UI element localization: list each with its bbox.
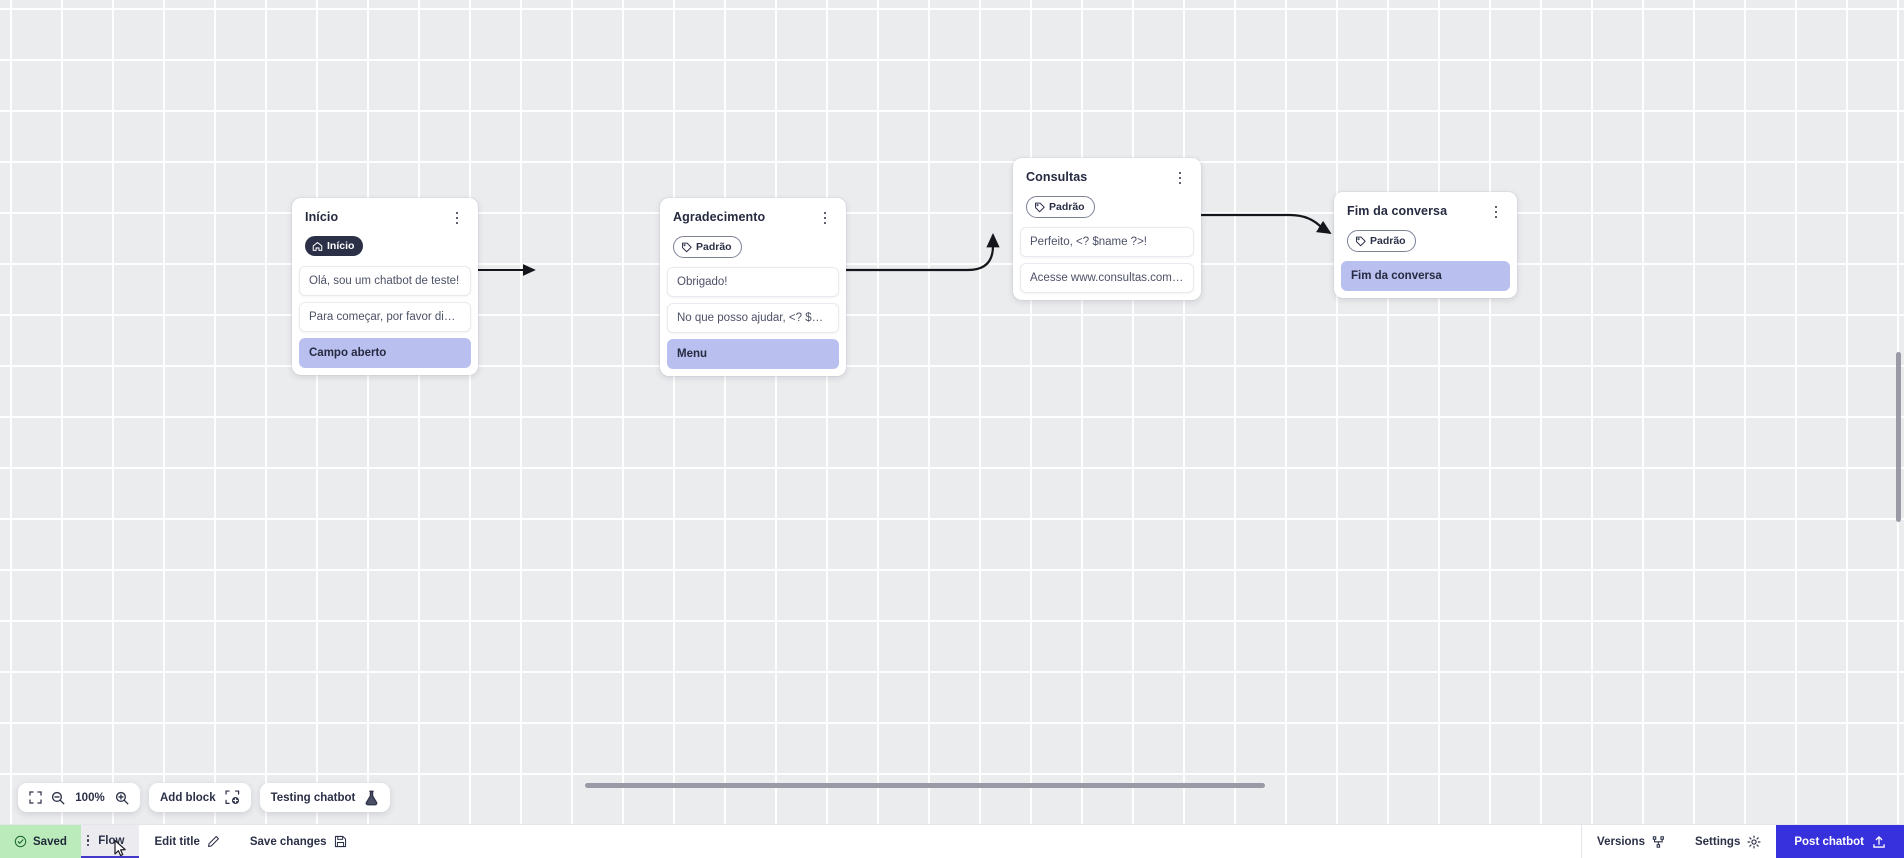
canvas-toolbar: 100% Add block Testing chatbot (18, 783, 391, 812)
node-row[interactable]: Obrigado! (667, 267, 839, 297)
settings-button[interactable]: Settings (1680, 825, 1776, 858)
add-block-label: Add block (160, 791, 216, 804)
zoom-in-icon[interactable] (115, 791, 129, 805)
node-row-accent[interactable]: Campo aberto (299, 337, 471, 368)
bottom-bar-right: Versions Settings Post chatbot (1581, 825, 1904, 858)
node-menu-button[interactable] (817, 209, 833, 227)
node-badge-label: Padrão (696, 240, 732, 253)
add-block-icon (225, 790, 240, 805)
post-chatbot-button[interactable]: Post chatbot (1776, 825, 1904, 858)
fullscreen-icon[interactable] (29, 791, 42, 804)
node-title: Agradecimento (673, 210, 766, 224)
node-body: Perfeito, <? $name ?>! Acesse www.consul… (1013, 227, 1201, 300)
save-changes-button[interactable]: Save changes (235, 825, 362, 858)
upload-icon (1873, 835, 1885, 848)
post-chatbot-label: Post chatbot (1794, 835, 1864, 848)
gear-icon (1747, 834, 1761, 849)
bottom-status-bar: Saved Flow Edit title Save changes (0, 824, 1904, 858)
node-title: Consultas (1026, 170, 1088, 184)
node-body: Obrigado! No que posso ajudar, <? $name … (660, 267, 846, 376)
branch-icon (1652, 835, 1664, 848)
node-row[interactable]: Para começar, por favor digite o ... (299, 301, 471, 332)
edit-title-label: Edit title (154, 835, 200, 848)
save-icon (334, 835, 346, 848)
node-menu-button[interactable] (449, 209, 465, 227)
node-row-accent[interactable]: Fim da conversa (1341, 261, 1510, 291)
node-badge-inicio[interactable]: Início (305, 236, 364, 256)
node-menu-button[interactable] (1488, 203, 1504, 221)
testing-chatbot-button[interactable]: Testing chatbot (259, 783, 391, 812)
home-icon (312, 241, 323, 251)
zoom-out-icon[interactable] (51, 791, 65, 805)
node-row[interactable]: Acesse www.consultas.com par... (1020, 263, 1194, 293)
zoom-controls-group: 100% (18, 783, 140, 812)
node-badge-padrao[interactable]: Padrão (1026, 196, 1095, 218)
add-block-button[interactable]: Add block (149, 783, 251, 812)
node-badge-label: Padrão (1370, 234, 1406, 247)
node-row-accent[interactable]: Menu (667, 339, 839, 369)
flow-edges-layer (396, 213, 1332, 276)
node-badge-padrao[interactable]: Padrão (1347, 230, 1416, 252)
bar-divider (1581, 825, 1583, 858)
bottom-bar-left: Saved Flow Edit title Save changes (0, 825, 362, 858)
node-row[interactable]: Olá, sou um chatbot de teste! (299, 265, 471, 296)
node-row[interactable]: No que posso ajudar, <? $name ... (667, 303, 839, 333)
tab-flow-label: Flow (98, 834, 125, 847)
flow-canvas[interactable]: Início Início Olá, sou um chatbot de tes… (0, 0, 1904, 824)
zoom-level-value: 100% (75, 791, 105, 804)
node-header: Fim da conversa Padrão (1334, 192, 1517, 261)
node-title: Fim da conversa (1347, 204, 1448, 218)
flow-node-agradecimento[interactable]: Agradecimento Padrão Obrigado! No que po… (660, 198, 846, 376)
node-badge-padrao[interactable]: Padrão (673, 236, 742, 258)
node-title: Início (305, 210, 339, 224)
vertical-scrollbar[interactable] (1896, 352, 1901, 522)
saved-status-badge: Saved (0, 825, 81, 858)
flow-node-fim-da-conversa[interactable]: Fim da conversa Padrão Fim da conversa (1334, 192, 1517, 298)
edge-consultas-to-fim (1201, 213, 1332, 235)
horizontal-scrollbar[interactable] (585, 783, 1265, 788)
node-menu-button[interactable] (1172, 169, 1188, 187)
flow-node-inicio[interactable]: Início Início Olá, sou um chatbot de tes… (292, 198, 478, 375)
versions-label: Versions (1597, 835, 1645, 848)
node-body: Fim da conversa (1334, 261, 1517, 298)
saved-label: Saved (33, 835, 67, 848)
node-body: Olá, sou um chatbot de teste! Para começ… (292, 265, 478, 375)
save-changes-label: Save changes (249, 835, 327, 848)
node-header: Consultas Padrão (1013, 158, 1201, 227)
node-header: Início Início (292, 198, 478, 266)
tab-menu-icon[interactable] (86, 834, 90, 847)
pencil-icon (207, 836, 219, 847)
tag-icon (1356, 236, 1366, 246)
flow-node-consultas[interactable]: Consultas Padrão Perfeito, <? $name ?>! … (1013, 158, 1201, 300)
check-circle-icon (14, 835, 27, 848)
tag-icon (682, 242, 692, 252)
node-row[interactable]: Perfeito, <? $name ?>! (1020, 227, 1194, 257)
flask-icon (364, 790, 379, 806)
tag-icon (1035, 202, 1045, 212)
settings-label: Settings (1694, 835, 1741, 848)
tab-flow[interactable]: Flow (80, 825, 140, 858)
edit-title-button[interactable]: Edit title (139, 825, 234, 858)
node-header: Agradecimento Padrão (660, 198, 846, 267)
testing-chatbot-label: Testing chatbot (270, 791, 356, 804)
node-badge-label: Início (327, 239, 355, 252)
node-badge-label: Padrão (1049, 200, 1085, 213)
versions-button[interactable]: Versions (1582, 825, 1680, 858)
